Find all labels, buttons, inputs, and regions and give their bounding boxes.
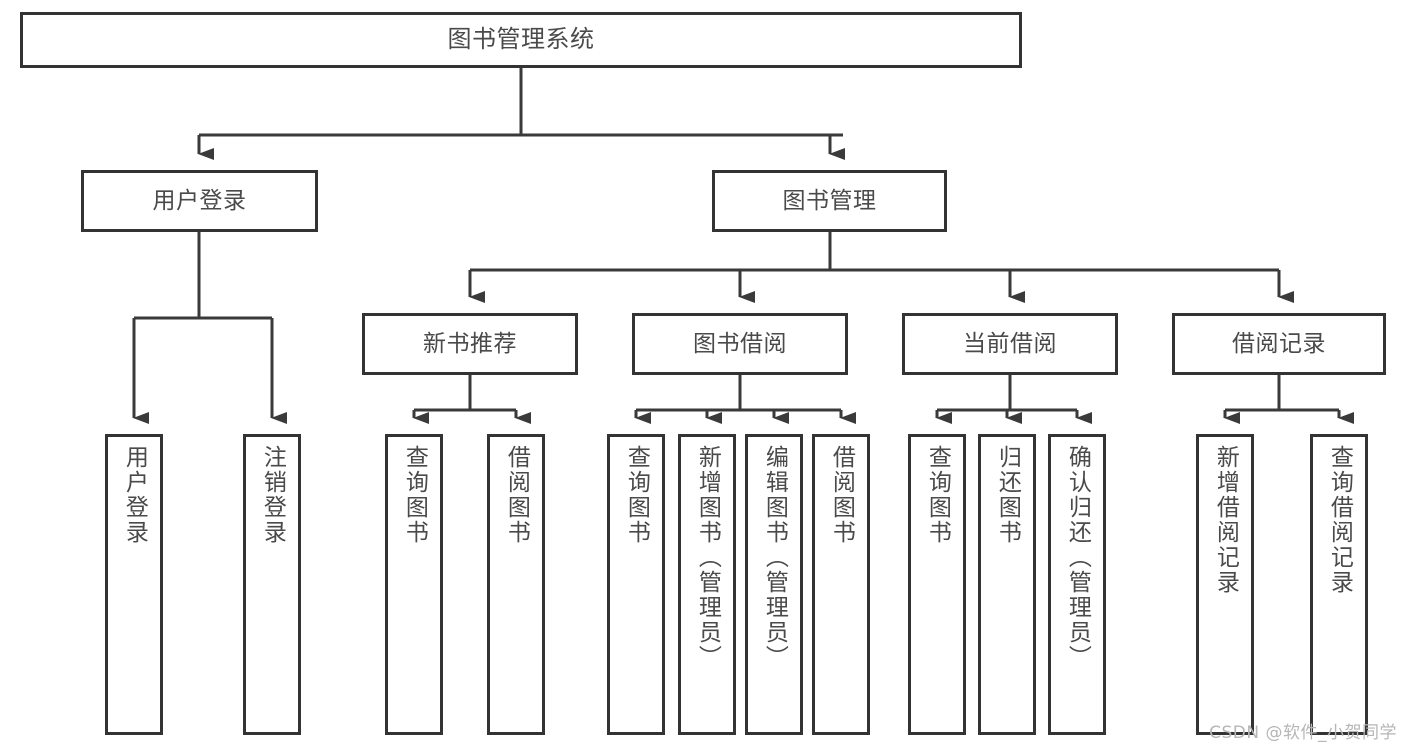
node-user-login-label: 用户登录: [152, 187, 247, 214]
node-leaf-query-book-3-label: 查询图书: [924, 445, 951, 545]
node-leaf-user-login[interactable]: 用户登录: [105, 434, 163, 735]
node-leaf-add-book[interactable]: 新增图书（管理员）: [678, 434, 736, 735]
node-leaf-confirm-return-label: 确认归还（管理员）: [1064, 445, 1091, 670]
node-user-login[interactable]: 用户登录: [81, 170, 318, 232]
node-book-borrow-label: 图书借阅: [693, 330, 787, 357]
node-current-borrow[interactable]: 当前借阅: [902, 313, 1118, 375]
node-leaf-logout[interactable]: 注销登录: [243, 434, 301, 735]
node-current-borrow-label: 当前借阅: [963, 330, 1057, 357]
node-new-book-recommend-label: 新书推荐: [423, 330, 517, 357]
node-leaf-borrow-book-2-label: 借阅图书: [828, 445, 855, 545]
node-leaf-query-book-1[interactable]: 查询图书: [385, 434, 443, 735]
node-leaf-add-book-label: 新增图书（管理员）: [694, 445, 721, 670]
node-leaf-user-login-label: 用户登录: [121, 445, 148, 545]
node-leaf-edit-book-label: 编辑图书（管理员）: [761, 445, 788, 670]
node-leaf-add-record[interactable]: 新增借阅记录: [1196, 434, 1254, 735]
node-leaf-borrow-book-1[interactable]: 借阅图书: [487, 434, 545, 735]
node-borrow-record[interactable]: 借阅记录: [1172, 313, 1386, 375]
node-root-label: 图书管理系统: [447, 25, 595, 54]
node-borrow-record-label: 借阅记录: [1232, 330, 1326, 357]
node-new-book-recommend[interactable]: 新书推荐: [362, 313, 578, 375]
node-leaf-query-record[interactable]: 查询借阅记录: [1310, 434, 1368, 735]
node-leaf-borrow-book-1-label: 借阅图书: [503, 445, 530, 545]
node-book-manage-label: 图书管理: [782, 187, 877, 214]
node-leaf-return-book-label: 归还图书: [994, 445, 1021, 545]
node-leaf-edit-book[interactable]: 编辑图书（管理员）: [745, 434, 803, 735]
node-leaf-logout-label: 注销登录: [259, 445, 286, 545]
node-leaf-query-book-1-label: 查询图书: [401, 445, 428, 545]
node-leaf-query-book-2[interactable]: 查询图书: [607, 434, 665, 735]
node-root[interactable]: 图书管理系统: [20, 12, 1022, 68]
watermark: CSDN @软件_小贺同学: [1209, 723, 1397, 743]
node-leaf-query-record-label: 查询借阅记录: [1326, 445, 1353, 595]
node-leaf-query-book-2-label: 查询图书: [623, 445, 650, 545]
node-leaf-confirm-return[interactable]: 确认归还（管理员）: [1048, 434, 1106, 735]
node-leaf-return-book[interactable]: 归还图书: [978, 434, 1036, 735]
node-leaf-query-book-3[interactable]: 查询图书: [908, 434, 966, 735]
node-leaf-add-record-label: 新增借阅记录: [1212, 445, 1239, 595]
node-book-borrow[interactable]: 图书借阅: [632, 313, 848, 375]
node-leaf-borrow-book-2[interactable]: 借阅图书: [812, 434, 870, 735]
node-book-manage[interactable]: 图书管理: [712, 170, 947, 232]
